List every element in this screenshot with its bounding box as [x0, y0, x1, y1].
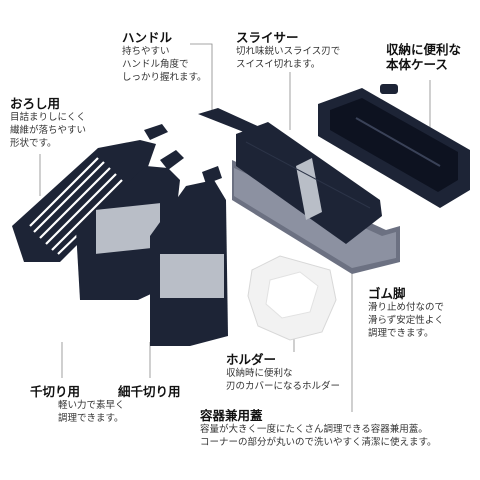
handle-desc-line-3: しっかり握れます。 — [122, 72, 207, 83]
case-title-line-2: 本体ケース — [386, 57, 448, 72]
storage-case — [318, 84, 470, 208]
case-title-line-1: 収納に便利な — [386, 42, 462, 57]
feature-rubber-feet: ゴム脚 滑り止め付なので 滑らず安定性よく 調理できます。 — [368, 286, 444, 340]
lid-desc-line-2: コーナーの部分が丸いので洗いやすく清潔に使えます。 — [200, 437, 437, 448]
fine-julienne-title: 細千切り用 — [118, 384, 181, 399]
feature-holder: ホルダー 収納時に便利な 刃のカバーになるホルダー — [226, 352, 340, 393]
feature-grater: おろし用 目詰まりしにくく 繊維が落ちやすい 形状です。 — [10, 96, 86, 150]
grater-desc-line-2: 繊維が落ちやすい — [10, 125, 87, 136]
fine-julienne-blade — [160, 254, 224, 298]
grater-slits — [29, 157, 127, 255]
case-clip — [380, 84, 398, 94]
holder-desc-line-1: 収納時に便利な — [226, 368, 293, 379]
grater-board — [12, 124, 168, 262]
lid-desc-line-1: 容量が大きく一度にたくさん調理できる容器兼用蓋。 — [200, 424, 428, 435]
handle-desc-line-1: 持ちやすい — [122, 46, 170, 57]
julienne-desc-line-1: 軽い力で素早く — [58, 400, 125, 411]
rubber-desc-line-2: 滑らず安定性よく — [368, 315, 444, 326]
rubber-desc-line-1: 滑り止め付なので — [368, 302, 445, 313]
holder-desc-line-2: 刃のカバーになるホルダー — [226, 381, 341, 392]
rubber-desc-line-3: 調理できます。 — [368, 328, 434, 339]
slicer-desc-line-2: スイスイ切れます。 — [236, 59, 321, 70]
julienne-blade — [96, 203, 160, 254]
fine-julienne-board — [150, 166, 228, 346]
feature-julienne: 千切り用 軽い力で素早く 調理できます。 — [30, 384, 125, 425]
lid-title: 容器兼用蓋 — [200, 408, 263, 423]
slicer-desc-line-1: 切れ味鋭いスライス刃で — [236, 46, 341, 57]
feature-slicer: スライサー 切れ味鋭いスライス刃で スイスイ切れます。 — [236, 30, 340, 71]
feature-lid: 容器兼用蓋 容量が大きく一度にたくさん調理できる容器兼用蓋。 コーナーの部分が丸… — [200, 408, 437, 449]
rubber-title: ゴム脚 — [368, 286, 406, 301]
grater-desc-line-3: 形状です。 — [10, 138, 57, 149]
julienne-desc-line-2: 調理できます。 — [58, 413, 124, 424]
feature-handle: ハンドル 持ちやすい ハンドル角度で しっかり握れます。 — [122, 30, 207, 84]
blade-holder — [247, 255, 337, 341]
handle-title: ハンドル — [122, 30, 173, 45]
slicer-blade — [296, 158, 322, 220]
julienne-title: 千切り用 — [30, 384, 81, 399]
slicer-title: スライサー — [236, 30, 299, 45]
grater-desc-line-1: 目詰まりしにくく — [10, 112, 86, 123]
handle-desc-line-2: ハンドル角度で — [122, 59, 189, 70]
slicer-board — [198, 108, 382, 244]
feature-fine-julienne: 細千切り用 — [118, 384, 181, 399]
feature-storage-case: 収納に便利な 本体ケース — [386, 42, 461, 72]
grater-title: おろし用 — [10, 96, 61, 111]
holder-title: ホルダー — [226, 352, 277, 367]
